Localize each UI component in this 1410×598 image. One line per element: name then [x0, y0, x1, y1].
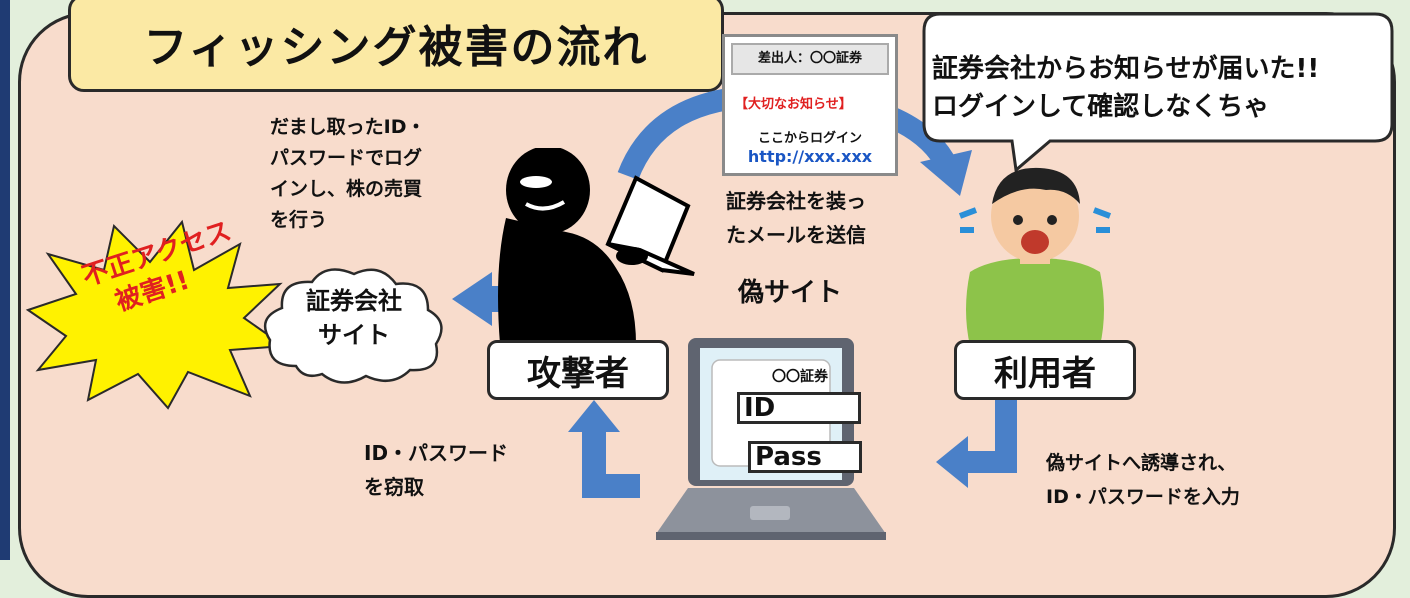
send-mail-line: 証券会社を装っ	[726, 189, 866, 213]
lure-line: 偽サイトへ誘導され、	[1046, 452, 1237, 474]
up-arrow-icon	[582, 424, 640, 498]
attacker-desc-line: だまし取ったID・	[270, 116, 426, 138]
laptop-icon	[656, 338, 886, 540]
attacker-desc-line: を行う	[270, 209, 328, 231]
attacker-silhouette-icon	[498, 148, 695, 344]
email-notice: 【大切なお知らせ】	[735, 97, 852, 112]
user-surprised-icon	[958, 167, 1112, 346]
phishing-email-card: 差出人：〇〇証券 【大切なお知らせ】 ここからログイン http://xxx.x…	[722, 34, 898, 176]
steal-line: を窃取	[364, 475, 424, 499]
attacker-desc-line: パスワードでログ	[270, 147, 423, 169]
down-left-arrow-icon	[966, 400, 1017, 473]
email-url: http://xxx.xxx	[747, 147, 873, 166]
lure-line: ID・パスワードを入力	[1046, 486, 1240, 508]
cloud-icon	[263, 268, 443, 384]
cloud-line: 証券会社	[306, 287, 402, 315]
arc-arrowhead-icon	[920, 150, 972, 196]
email-sender: 差出人：〇〇証券	[731, 43, 889, 75]
speech-bubble	[922, 12, 1394, 173]
send-mail-caption: 証券会社を装っ たメールを送信	[726, 184, 866, 252]
attacker-description: だまし取ったID・ パスワードでログ インし、株の売買 を行う	[270, 112, 425, 236]
password-field: Pass	[748, 441, 862, 473]
cloud-line: サイト	[318, 321, 390, 349]
up-arrowhead-icon	[568, 400, 620, 432]
lure-caption: 偽サイトへ誘導され、 ID・パスワードを入力	[1046, 446, 1240, 514]
email-login-text: ここからログイン	[757, 131, 862, 146]
speech-line-2: ログインして確認しなくちゃ	[932, 92, 1270, 122]
id-field: ID	[737, 392, 861, 424]
attacker-desc-line: インし、株の売買	[270, 178, 423, 200]
user-label: 利用者	[954, 340, 1136, 400]
explosion-icon	[25, 219, 287, 410]
attacker-label: 攻撃者	[487, 340, 669, 400]
left-arrowhead-icon	[452, 272, 492, 326]
login-site-title: 〇〇証券	[772, 369, 828, 385]
speech-line-1: 証券会社からお知らせが届いた!!	[932, 54, 1320, 84]
steal-caption: ID・パスワード を窃取	[364, 436, 508, 504]
down-left-arrowhead-icon	[936, 436, 968, 488]
cloud-site-text: 証券会社 サイト	[256, 284, 452, 352]
send-mail-line: たメールを送信	[726, 223, 866, 247]
speech-text: 証券会社からお知らせが届いた!! ログインして確認しなくちゃ	[932, 50, 1319, 126]
diagram-title: フィッシング被害の流れ	[68, 0, 724, 92]
left-edge-bar	[0, 0, 10, 560]
steal-line: ID・パスワード	[364, 441, 509, 465]
fake-site-label: 偽サイト	[738, 278, 843, 308]
